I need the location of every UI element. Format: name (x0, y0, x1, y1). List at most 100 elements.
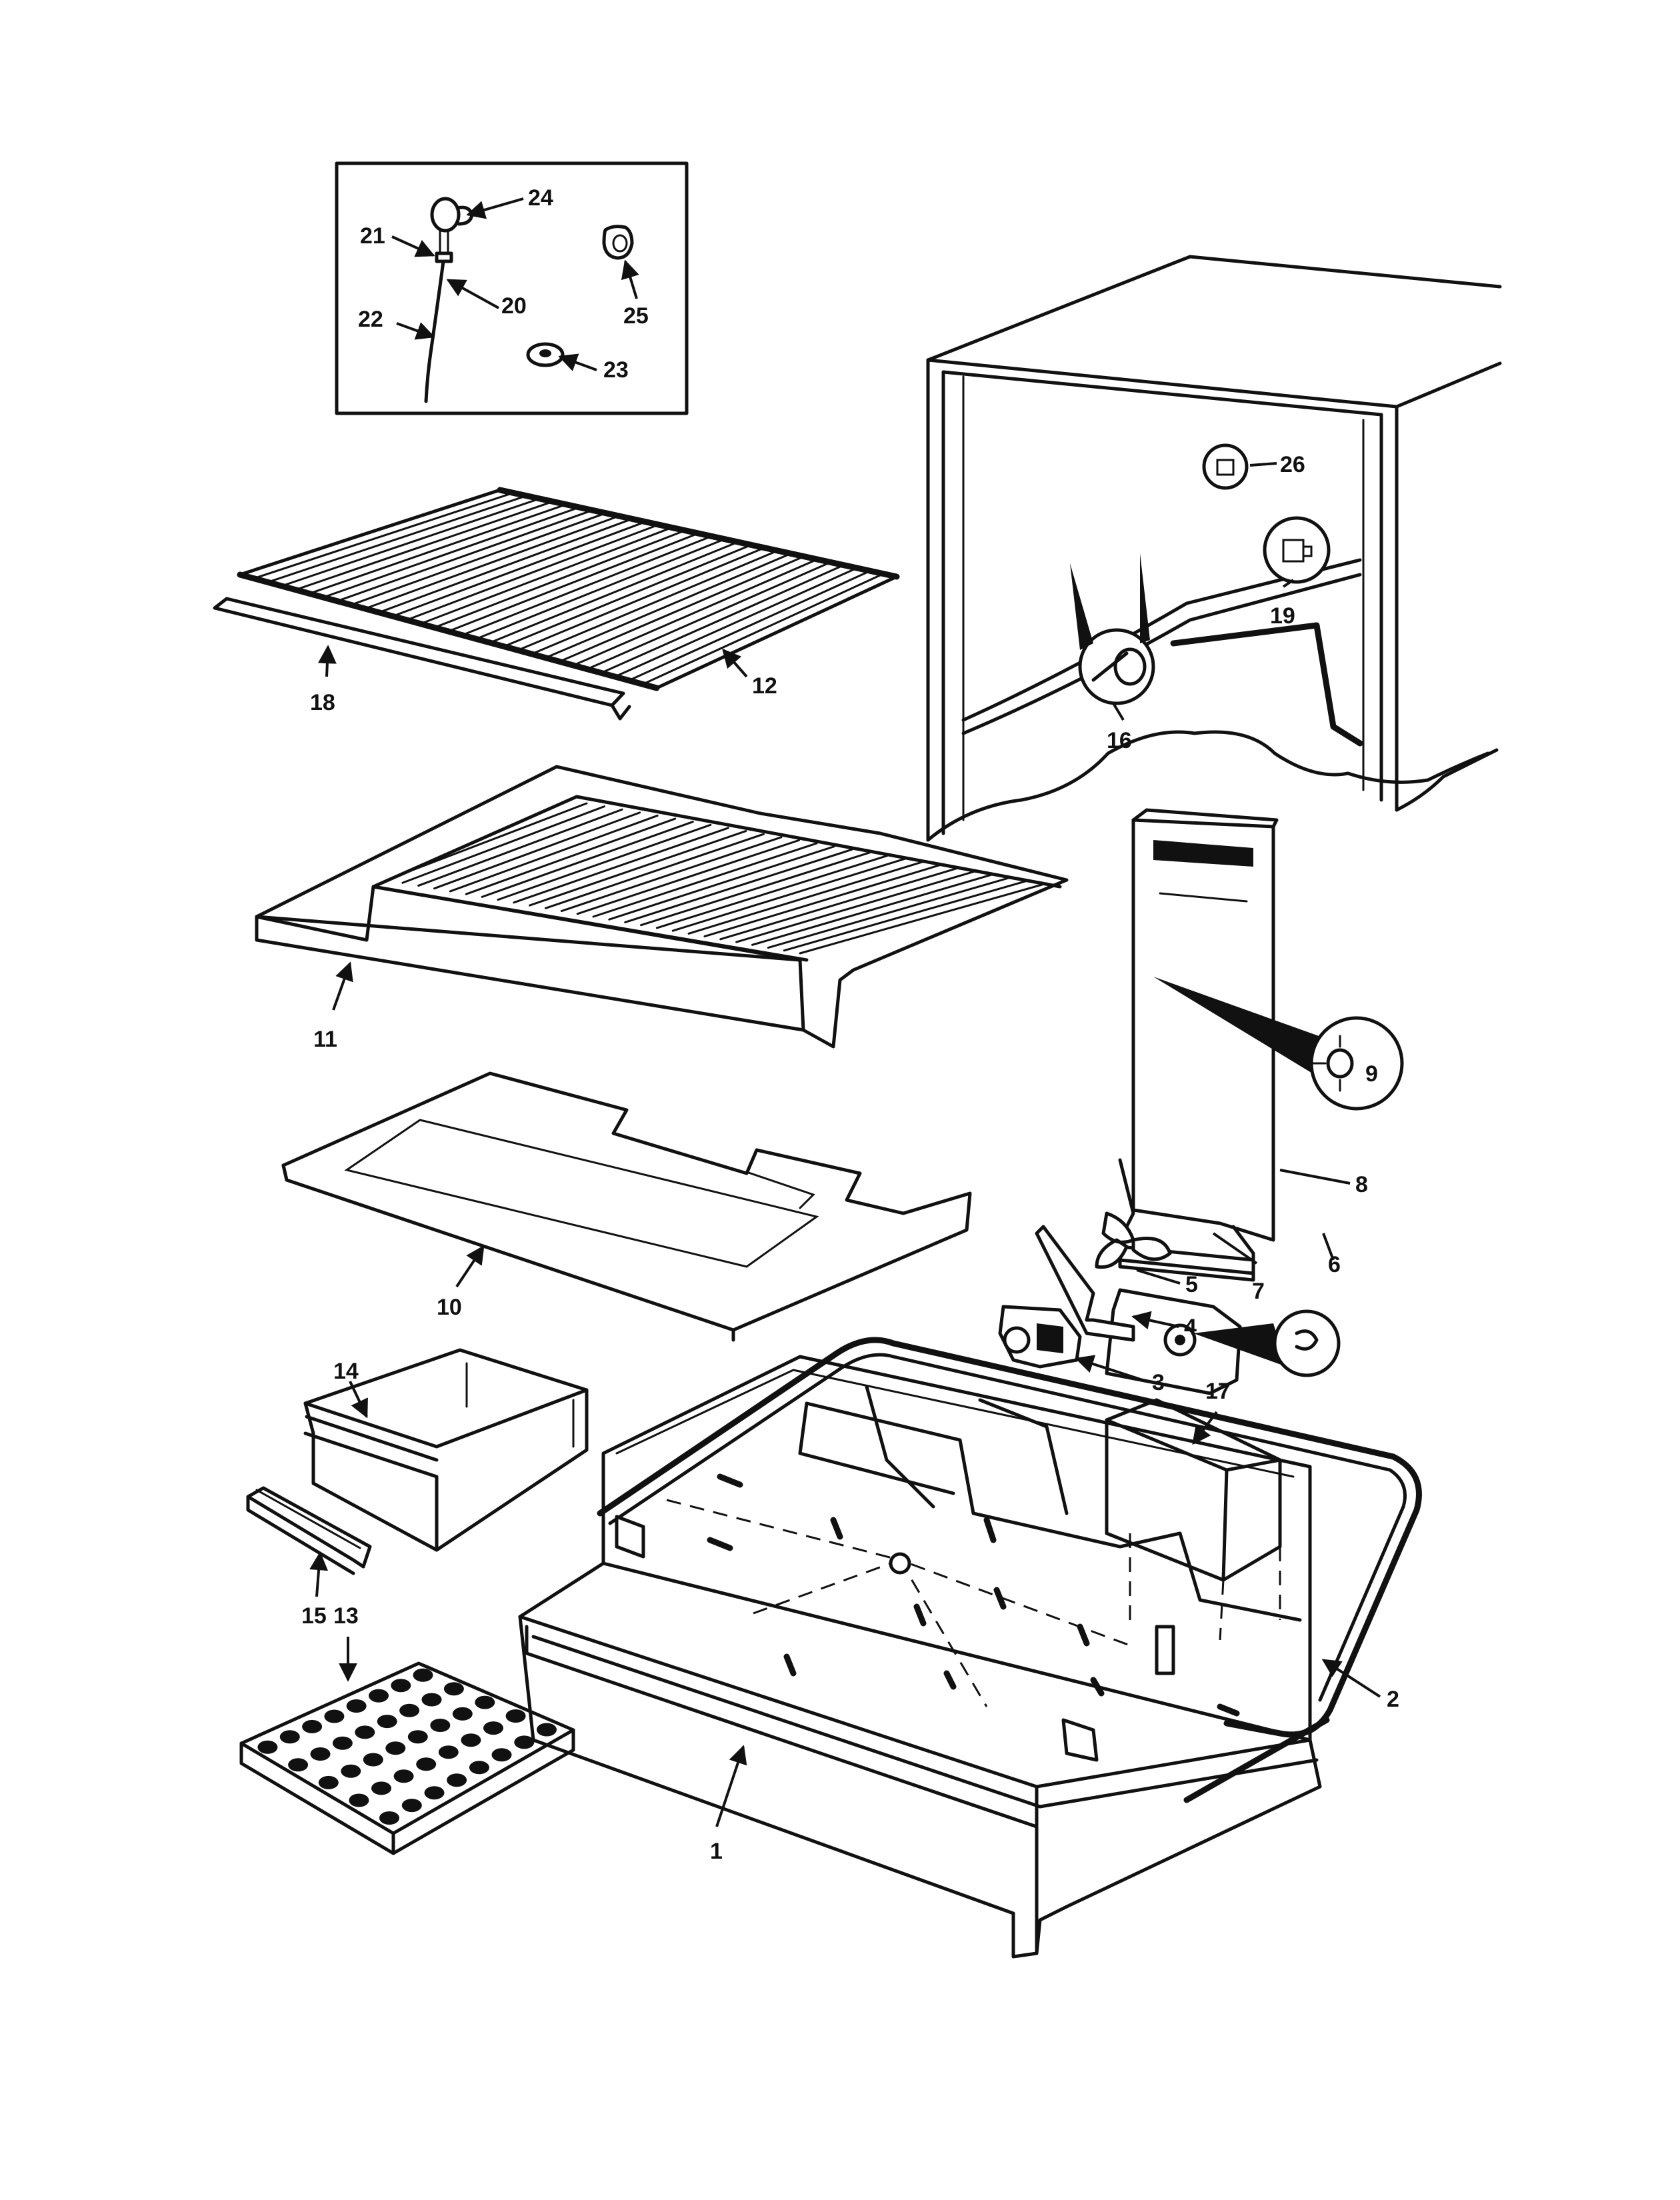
ice-cell (355, 1725, 375, 1739)
svg-text:17: 17 (1205, 1379, 1231, 1404)
shelf-rod (614, 567, 858, 678)
ice-cell (393, 1769, 414, 1783)
ice-cell (371, 1781, 391, 1795)
ice-cell (443, 1682, 464, 1696)
svg-text:4: 4 (1184, 1315, 1197, 1340)
callout-2: 2 (1321, 1659, 1399, 1712)
svg-text:3: 3 (1152, 1370, 1165, 1395)
svg-text:5: 5 (1185, 1272, 1198, 1297)
callout-layer: 1 2 3 4 5 6 7 8 9 (301, 185, 1399, 1864)
shelf-rod (558, 555, 805, 663)
light-socket-part (424, 197, 474, 403)
shelf-rod (517, 547, 766, 651)
drawer-handle-part (246, 1486, 372, 1575)
callout-11: 11 (313, 961, 353, 1052)
ice-cell (447, 1773, 467, 1787)
shelf-rod (572, 558, 819, 667)
callout-21: 21 (360, 223, 435, 257)
shelf-rod (377, 517, 633, 614)
callout-19: 19 (1270, 579, 1295, 629)
callout-24: 24 (466, 185, 553, 219)
ice-cell (332, 1736, 353, 1750)
callout-26: 26 (1249, 452, 1305, 477)
shelf-rib (640, 851, 871, 927)
shelf-rod (336, 509, 594, 603)
shelf-rib (449, 814, 659, 893)
shelf-rib (719, 867, 959, 941)
shelf-rod (627, 569, 871, 682)
shelf-rod (641, 573, 885, 685)
ice-tray-part (239, 1661, 575, 1855)
callout-14: 14 (333, 1359, 368, 1419)
ice-cell (461, 1733, 481, 1747)
shelf-rod (391, 521, 647, 617)
callout-13: 13 (333, 1603, 359, 1682)
ice-cell (413, 1668, 433, 1682)
svg-text:9: 9 (1365, 1061, 1378, 1087)
ice-cell (369, 1689, 389, 1703)
callout-25: 25 (621, 259, 649, 329)
svg-text:24: 24 (528, 185, 553, 211)
ice-cell (310, 1747, 331, 1761)
shelf-rod (600, 564, 845, 674)
callout-9: 9 (1365, 1061, 1378, 1087)
ice-cell (424, 1786, 445, 1800)
ice-cell (416, 1757, 437, 1771)
shelf-rib (592, 842, 818, 918)
air-duct-part (1118, 808, 1404, 1282)
ice-cell (318, 1775, 339, 1789)
svg-text:1: 1 (710, 1839, 723, 1864)
fan-motor-parts (998, 1211, 1341, 1395)
ice-cell (349, 1793, 369, 1807)
svg-text:26: 26 (1280, 452, 1305, 477)
ice-cell (391, 1679, 411, 1693)
svg-text:22: 22 (358, 307, 383, 332)
ice-cell (341, 1764, 361, 1778)
crisper-cover-part (281, 1071, 972, 1342)
svg-text:23: 23 (603, 357, 629, 383)
shelf-rib (703, 863, 942, 938)
svg-text:8: 8 (1355, 1172, 1368, 1197)
ice-cell (399, 1703, 420, 1717)
shelf-rod (405, 523, 660, 621)
shelf-rod (419, 526, 673, 625)
cabinet-liner-part (518, 1337, 1422, 1959)
ice-cell (483, 1721, 503, 1735)
shelf-rod (322, 506, 581, 599)
shelf-rib (417, 808, 623, 887)
shelf-rib (529, 830, 747, 907)
ice-cell (346, 1699, 367, 1713)
ice-cell (379, 1811, 399, 1825)
svg-text:7: 7 (1252, 1279, 1265, 1304)
shelf-rod (350, 512, 607, 606)
shelf-rod (655, 575, 898, 689)
shelf-rod (433, 529, 687, 629)
shelf-rod (364, 515, 620, 610)
callout-18: 18 (310, 645, 337, 715)
svg-text:15: 15 (301, 1603, 327, 1629)
ice-cell (438, 1745, 459, 1759)
ice-cell (505, 1709, 526, 1723)
svg-text:25: 25 (623, 303, 649, 329)
callout-12: 12 (722, 648, 777, 699)
callout-20: 20 (446, 279, 527, 319)
shelf-rod (531, 549, 779, 655)
svg-text:2: 2 (1387, 1687, 1399, 1712)
freezer-cabinet (926, 255, 1502, 842)
shelf-rib (465, 817, 677, 895)
shelf-rib (513, 827, 729, 904)
shelf-rod (294, 500, 554, 591)
shelf-rib (560, 836, 783, 913)
callout-6: 6 (1322, 1233, 1341, 1277)
ice-cell (514, 1735, 535, 1749)
shelf-rib (767, 876, 1013, 949)
ice-cell (302, 1719, 323, 1733)
shelf-rib (799, 882, 1048, 955)
ice-cell (324, 1709, 345, 1723)
ice-cell (537, 1723, 557, 1737)
ice-cell (401, 1799, 422, 1813)
shelf-rib (751, 873, 995, 946)
ice-cell (475, 1695, 495, 1709)
ice-cell (288, 1758, 309, 1772)
